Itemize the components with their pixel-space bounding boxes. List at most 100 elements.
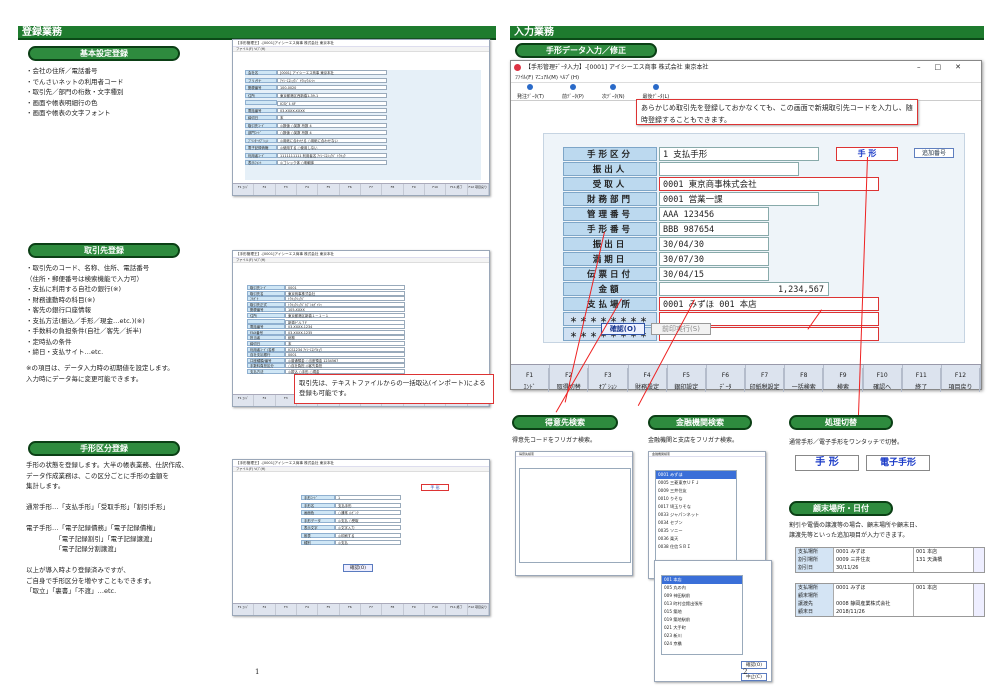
input-field[interactable] <box>659 162 799 176</box>
fkey[interactable]: F10 <box>425 184 447 195</box>
fkey[interactable]: F7 <box>361 604 383 615</box>
form-field[interactable]: 03-XXXX-XXXX <box>277 107 387 113</box>
fkey[interactable]: F2 <box>254 395 276 406</box>
form-field[interactable]: 総務 <box>285 335 405 341</box>
input-menu[interactable]: ﾌｧｲﾙ(F) ﾏﾆｭｱﾙ(M) ﾍﾙﾌﾟ(H) <box>511 74 981 83</box>
list-item[interactable]: 021 大手町 <box>664 625 686 630</box>
table-cell[interactable]: 001 本店 <box>914 548 974 556</box>
table-cell[interactable]: 001 本店 <box>914 584 974 592</box>
tegata-confirm-button[interactable]: 確認(O) <box>343 564 373 572</box>
form-field[interactable]: ◎ゴシック体 ○明朝体 <box>277 160 387 165</box>
form-field[interactable]: 東京都港区西新橋1-39-1 <box>277 92 387 98</box>
fkey[interactable]: F8 <box>382 184 404 195</box>
fkey[interactable]: F8 <box>382 604 404 615</box>
shori-normal-button[interactable]: 手 形 <box>795 455 859 471</box>
form-field[interactable]: 新橋ビル７F <box>285 319 405 325</box>
form-field[interactable]: ◎印刷する <box>335 532 401 538</box>
form-field[interactable]: 0001 <box>285 352 405 358</box>
table-cell[interactable]: 0009 三井住友 <box>834 556 914 564</box>
table-cell[interactable]: 2018/11/26 <box>834 608 914 616</box>
form-field[interactable]: [0001] アイシーエス商事 東京本社 <box>277 70 387 75</box>
fkey[interactable]: F6 <box>340 184 361 195</box>
fkey[interactable]: F6 <box>340 604 361 615</box>
form-field[interactable]: ◎支払 <box>335 540 401 545</box>
list-item[interactable]: 0033 ジャパンネット <box>658 512 700 517</box>
fkey[interactable]: F11 終了 <box>446 604 468 615</box>
fkey[interactable]: F5 <box>318 604 340 615</box>
form-field[interactable]: ｱｲｼｰｴｽｼｮｳｼﾞ ﾄｳｷｮｳﾎﾝｼｬ <box>277 77 387 83</box>
add-number-button[interactable]: 追加番号 <box>914 148 954 158</box>
list-item[interactable]: 015 築地 <box>664 609 682 614</box>
form-field[interactable]: 105-XXXX <box>285 307 405 313</box>
branch-cancel-button[interactable]: 中止(C) <box>741 673 767 681</box>
form-field[interactable]: ﾄｳｷｮｳｼｮｳｼﾞｶﾌﾞｼｷｶﾞｲｼｬ <box>285 301 405 307</box>
list-item[interactable]: 0001 みずほ <box>656 471 736 479</box>
table-cell[interactable] <box>914 592 974 600</box>
form-field[interactable]: ◎振込 ○手形 ○現金 <box>285 369 405 374</box>
form-field[interactable]: 1 <box>335 495 401 500</box>
input-field[interactable] <box>659 312 879 326</box>
list-item[interactable]: 0036 楽天 <box>658 536 679 541</box>
fkey[interactable]: F3 <box>276 604 297 615</box>
form-field[interactable]: ◎支払 ○受取 <box>335 517 401 523</box>
form-field[interactable]: ◎用紙に合わせる ○用紙に合わせない <box>277 137 387 143</box>
fkey[interactable]: F12 項目戻り <box>468 604 489 615</box>
list-item[interactable]: 001 本店 <box>662 576 742 584</box>
fkey[interactable]: F3 <box>276 184 297 195</box>
list-item[interactable]: 0010 りそな <box>658 496 683 501</box>
input-confirm-button[interactable]: 確認(O) <box>601 323 645 335</box>
list-item[interactable]: 019 築地駅前 <box>664 617 691 622</box>
shori-electronic-button[interactable]: 電子手形 <box>866 455 930 471</box>
list-item[interactable]: 0005 三菱東京ＵＦＪ <box>658 480 700 485</box>
fkey[interactable]: F12 項目戻り <box>468 184 489 195</box>
input-field[interactable]: 0001 営業一課 <box>659 192 819 206</box>
fkey[interactable]: F2 <box>254 604 276 615</box>
table-cell[interactable] <box>914 600 974 608</box>
form-field[interactable]: ﾄｳｷｮｳｼｮｳｼﾞ <box>285 296 405 302</box>
form-field[interactable]: 0001 <box>285 285 405 290</box>
fkey[interactable]: F1 ｴﾝﾄﾞ <box>233 604 255 615</box>
list-item[interactable]: 009 神田駅前 <box>664 593 691 598</box>
form-field[interactable]: ○自社負担 ◎客先負担 <box>285 363 405 369</box>
list-item[interactable]: 013 町村会館出張所 <box>664 601 703 606</box>
fkey[interactable]: F1 ｴﾝﾄﾞ <box>233 395 255 406</box>
input-field[interactable]: 30/04/30 <box>659 237 769 251</box>
form-field[interactable]: ◎普通預金 ○当座預金 1234567 <box>285 357 405 363</box>
input-field[interactable]: AAA 123456 <box>659 207 769 221</box>
form-field[interactable]: ◎文字入力 <box>335 525 401 530</box>
form-field[interactable]: 100-0020 <box>277 85 387 90</box>
list-item[interactable]: 0038 住信ＳＢＩ <box>658 544 691 549</box>
toolbar-button[interactable]: 発注ﾃﾞｰﾀ(T) <box>517 83 544 100</box>
fkey[interactable]: F4 <box>297 184 319 195</box>
list-item[interactable]: 0017 埼玉りそな <box>658 504 691 509</box>
form-field[interactable]: 東京商事株式会社 <box>285 290 405 296</box>
list-item[interactable]: 0035 ソニー <box>658 528 683 533</box>
list-item[interactable]: 024 京橋 <box>664 641 682 646</box>
window-controls[interactable]: –□✕ <box>917 63 975 71</box>
input-field[interactable]: BBB 987654 <box>659 222 769 236</box>
form-field[interactable]: 末 <box>285 341 405 346</box>
toolbar-button[interactable]: 次ﾃﾞｰﾀ(N) <box>602 83 625 100</box>
form-field[interactable]: 東京都港区新橋１－１－１ <box>285 313 405 318</box>
input-field[interactable]: 1 支払手形 <box>659 147 819 161</box>
fkey[interactable]: F11 終了 <box>446 184 468 195</box>
form-field[interactable]: 支払手形 <box>335 502 401 508</box>
form-field[interactable]: 03-XXXX-1234 <box>285 324 405 330</box>
list-item[interactable]: 023 新川 <box>664 633 682 638</box>
fkey[interactable]: F9 <box>404 604 425 615</box>
input-field[interactable]: 1,234,567 <box>659 282 829 296</box>
input-field[interactable]: 0001 みずほ 001 本店 <box>659 297 879 311</box>
list-item[interactable]: 0034 セブン <box>658 520 683 525</box>
table-cell[interactable]: 0008 静岡産業株式会社 <box>834 600 914 608</box>
form-field[interactable]: 1111111111 利用者名 ｱｲｼｰｴｽｼｮｳｼﾞ ﾄｳｷｮｳ <box>277 152 387 158</box>
form-field[interactable]: 末 <box>277 115 387 120</box>
form-field[interactable]: ◎数値 ○英数 桁数 4 <box>277 122 387 128</box>
table-cell[interactable] <box>914 608 974 616</box>
form-field[interactable]: ICSﾋﾞﾙ 4F <box>277 101 387 106</box>
